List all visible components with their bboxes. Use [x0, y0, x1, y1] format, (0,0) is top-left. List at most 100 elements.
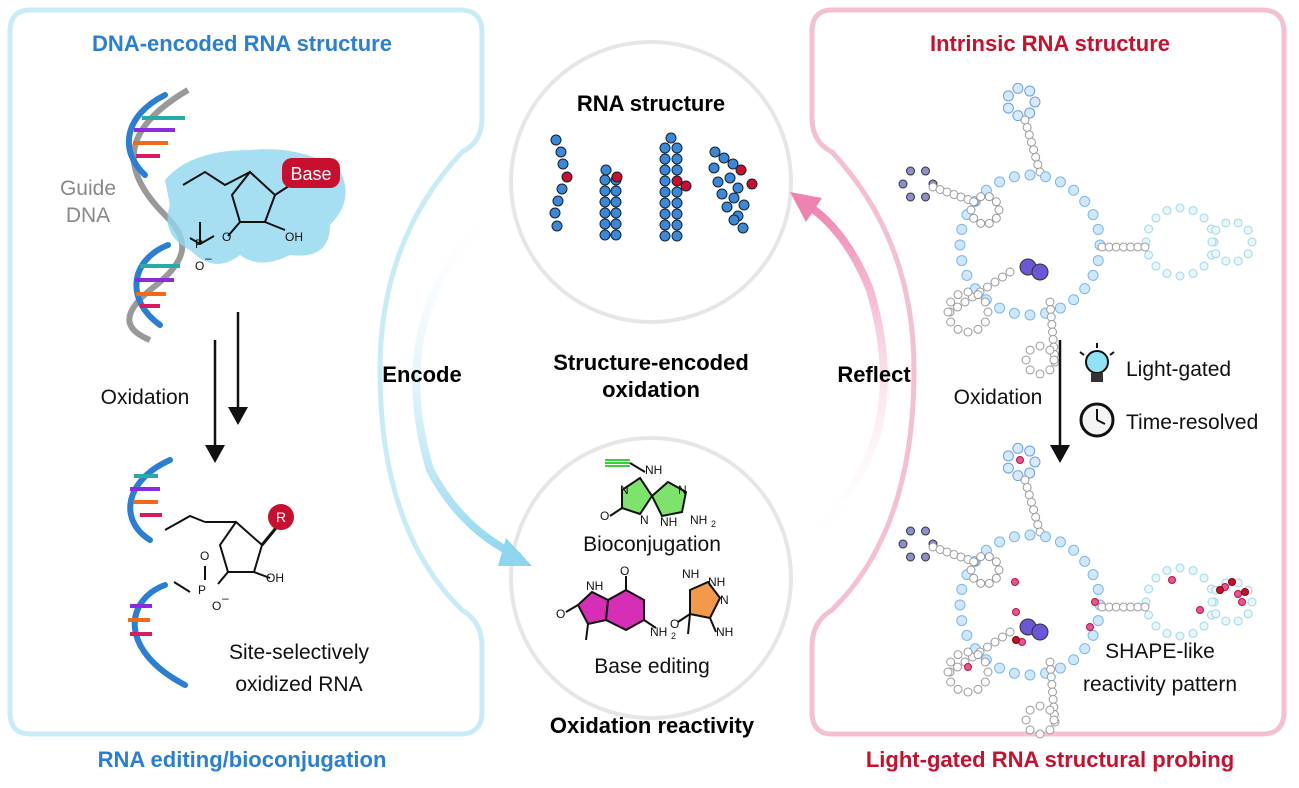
nucleotide-bead	[983, 642, 992, 652]
nucleotide-bead	[1140, 242, 1150, 252]
nucleotide-bead	[1247, 237, 1257, 247]
nucleotide-bead	[1048, 687, 1057, 697]
left-panel-title: DNA-encoded RNA structure	[92, 31, 392, 56]
nucleotide-bead	[966, 565, 976, 575]
right-oxidation-arrow	[1050, 340, 1070, 463]
guide-dna-label-2: DNA	[66, 204, 110, 227]
nucleotide-bead	[984, 192, 994, 202]
nucleotide-bead	[991, 197, 1001, 207]
nucleotide-bead	[1035, 701, 1045, 711]
nucleotide-bead	[984, 218, 994, 228]
nucleotide-bead	[956, 223, 968, 235]
rna-structure-circle	[509, 40, 793, 324]
edit2-nh: NH	[716, 625, 733, 639]
nucleotide-bead	[973, 290, 983, 300]
nucleotide-bead	[1188, 206, 1198, 216]
nucleotide-bead	[998, 632, 1007, 642]
nucleotide-bead	[973, 650, 983, 660]
nucleotide-bead	[721, 201, 733, 213]
nucleotide-bead	[943, 667, 953, 677]
nucleotide-bead	[712, 176, 724, 188]
nucleotide-bead	[991, 213, 1001, 223]
o-minus-label-top: O	[195, 259, 204, 273]
nucleotide-bead	[556, 183, 568, 195]
nucleotide-bead	[1024, 107, 1036, 119]
nucleotide-bead	[1079, 555, 1091, 567]
nucleotide-bead	[1068, 294, 1080, 306]
nucleotide-bead	[983, 282, 992, 292]
nucleotide-bead	[1012, 608, 1020, 616]
nucleotide-bead	[550, 134, 562, 146]
encode-arrowhead	[498, 538, 532, 566]
nucleotide-bead	[1092, 223, 1104, 235]
minus-sign-bottom: –	[222, 591, 229, 605]
nucleotide-bead	[946, 297, 956, 307]
nucleotide-bead	[1048, 327, 1057, 337]
nucleotide-bead	[1024, 669, 1036, 681]
bioconj-nh-label: NH	[645, 463, 662, 477]
nucleotide-bead	[1199, 573, 1209, 583]
nucleotide-bead	[1207, 597, 1217, 607]
nucleotide-bead	[1045, 657, 1055, 667]
edit2-n: N	[720, 593, 729, 607]
edit1-nh2: NH	[650, 625, 667, 639]
nucleotide-bead	[953, 290, 963, 300]
nucleotide-bead	[746, 178, 758, 190]
nucleotide-bead	[1054, 662, 1066, 674]
nucleotide-bead	[708, 162, 720, 174]
nucleotide-bead	[671, 208, 683, 220]
product-label-line-2: oxidized RNA	[235, 673, 362, 696]
nucleotide-bead	[659, 153, 671, 165]
nucleotide-bead	[946, 657, 956, 667]
nucleotide-bead	[1025, 345, 1035, 355]
bioconj-nh-label-2: NH	[660, 515, 677, 529]
nucleotide-bead	[1045, 705, 1055, 715]
nucleotide-bead	[976, 192, 986, 202]
nucleotide-bead	[1002, 450, 1014, 462]
edit1-o-top: O	[620, 564, 629, 578]
nucleotide-bead	[1211, 609, 1221, 619]
nucleotide-bead	[954, 599, 966, 611]
nucleotide-bead	[1068, 544, 1080, 556]
nucleotide-bead	[561, 171, 573, 183]
r-group-label: R	[276, 509, 286, 525]
nucleotide-bead	[1086, 623, 1094, 631]
nucleotide-bead	[659, 186, 671, 198]
nucleotide-bead	[946, 317, 956, 327]
nucleotide-bead	[991, 573, 1001, 583]
nucleotide-bead	[1196, 606, 1204, 614]
nucleotide-bead	[1002, 462, 1014, 474]
bioconjugation-label: Bioconjugation	[583, 533, 721, 556]
center-label-line-1: Structure-encoded	[553, 350, 749, 375]
nucleotide-bead	[671, 175, 683, 187]
nucleotide-bead	[1054, 536, 1066, 548]
nucleotide-bead	[1024, 85, 1036, 97]
nucleotide-bead	[906, 552, 915, 562]
nucleotide-bead	[1024, 445, 1036, 457]
nucleotide-bead	[1024, 490, 1034, 500]
nucleotide-bead	[1025, 725, 1035, 735]
nucleotide-bead	[1144, 250, 1154, 260]
encode-label: Encode	[382, 362, 461, 387]
nucleotide-bead	[994, 536, 1006, 548]
nucleotide-bead	[1008, 667, 1020, 679]
nucleotide-bead	[551, 220, 563, 232]
nucleotide-bead	[1162, 268, 1172, 278]
nucleotide-bead	[1046, 312, 1056, 322]
lightbulb-icon	[1079, 343, 1115, 382]
nucleotide-bead	[956, 255, 968, 267]
nucleotide-bead	[1221, 218, 1231, 228]
nucleotide-bead	[1011, 578, 1019, 586]
nucleotide-bead	[552, 195, 564, 207]
nucleotide-bead	[960, 297, 970, 307]
nucleotide-bead	[665, 132, 677, 144]
encode-arrow	[412, 192, 522, 560]
edit1-o-left: O	[556, 607, 565, 621]
nucleotide-bead	[671, 186, 683, 198]
nucleotide-bead	[1144, 610, 1154, 620]
nucleotide-bead	[659, 219, 671, 231]
nucleotide-bead	[1047, 680, 1057, 689]
nucleotide-bead	[1024, 529, 1036, 541]
ribose-structure	[182, 170, 299, 246]
nucleotide-bead	[994, 565, 1004, 575]
